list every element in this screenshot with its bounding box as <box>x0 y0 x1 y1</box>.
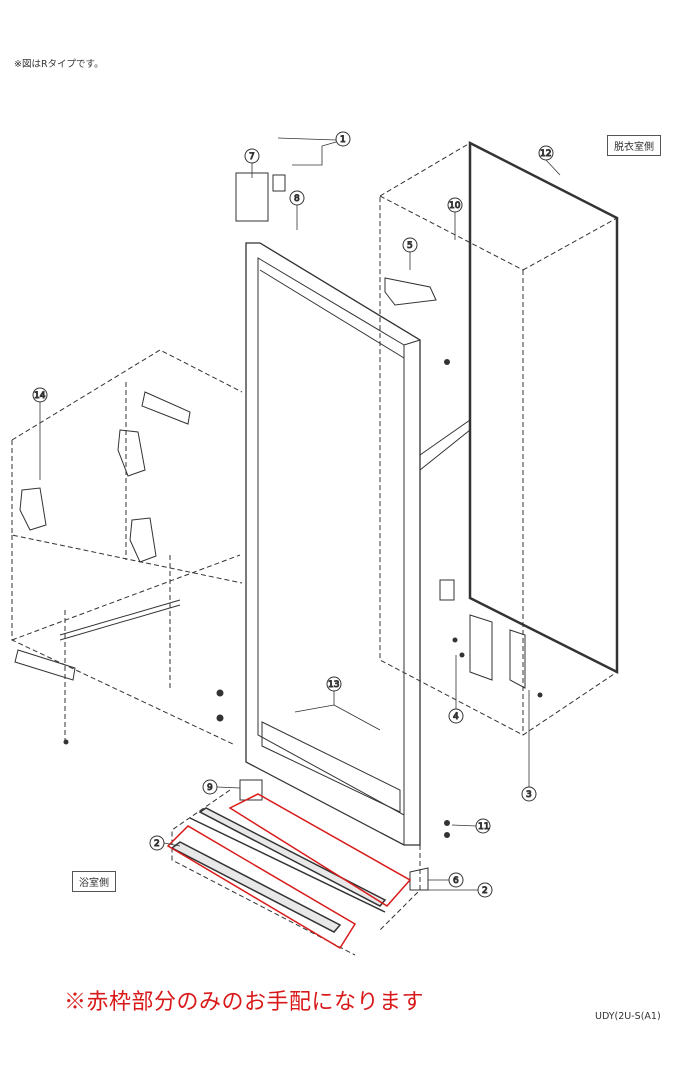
order-notice: ※赤枠部分のみのお手配になります <box>64 990 425 1015</box>
handle-plate-mid <box>19 487 47 531</box>
svg-text:8: 8 <box>294 194 300 204</box>
svg-text:4: 4 <box>453 712 459 722</box>
model-code: UDY(2U-S(A1) <box>595 1011 661 1022</box>
latch-bracket <box>469 614 493 681</box>
bottom-rail-upper <box>198 807 387 907</box>
lever-lower <box>14 649 76 681</box>
svg-text:2: 2 <box>482 886 488 896</box>
red-frame-lower <box>166 825 357 950</box>
bottom-rail-lower <box>170 841 342 933</box>
dressing-room-label: 脱衣室側 <box>607 135 661 156</box>
top-hinge <box>235 172 269 222</box>
handle-plate-bottom <box>129 517 157 563</box>
svg-text:11: 11 <box>478 822 489 832</box>
bathroom-label: 浴室側 <box>72 871 116 892</box>
svg-text:5: 5 <box>407 241 413 251</box>
door-leaf <box>245 242 421 846</box>
callout-7: 7 <box>244 148 260 164</box>
lever-upper <box>141 391 191 425</box>
enclosure-box <box>379 142 618 736</box>
callout-13: 13 <box>326 676 342 692</box>
callout-8: 8 <box>289 190 305 206</box>
callout-4: 4 <box>448 708 464 724</box>
svg-text:12: 12 <box>540 149 551 159</box>
callout-12: 12 <box>538 145 554 161</box>
handle-plate-top <box>117 429 146 477</box>
svg-text:6: 6 <box>453 876 459 886</box>
svg-text:14: 14 <box>34 391 46 401</box>
callout-1: 1 <box>335 131 351 147</box>
callout-2a: 2 <box>149 835 165 851</box>
svg-text:3: 3 <box>526 790 532 800</box>
svg-text:7: 7 <box>249 152 255 162</box>
svg-text:13: 13 <box>328 680 339 690</box>
svg-text:9: 9 <box>207 783 213 793</box>
bottom-cap <box>239 779 263 801</box>
hinge-bracket <box>384 277 437 306</box>
outer-frame-panel <box>468 140 619 675</box>
svg-text:10: 10 <box>449 201 461 211</box>
svg-text:1: 1 <box>340 135 346 145</box>
svg-text:2: 2 <box>154 839 160 849</box>
callout-6: 6 <box>448 872 464 888</box>
callout-11: 11 <box>475 818 491 834</box>
highlighted-parts <box>166 793 412 950</box>
callout-3: 3 <box>521 786 537 802</box>
red-frame-upper <box>228 793 412 907</box>
bottom-guide <box>409 867 429 891</box>
callout-2b: 2 <box>477 882 493 898</box>
header-note: ※図はRタイプです。 <box>14 59 104 70</box>
callout-5: 5 <box>402 237 418 253</box>
callout-14: 14 <box>32 387 48 403</box>
callout-10: 10 <box>447 197 463 213</box>
callout-9: 9 <box>202 779 218 795</box>
